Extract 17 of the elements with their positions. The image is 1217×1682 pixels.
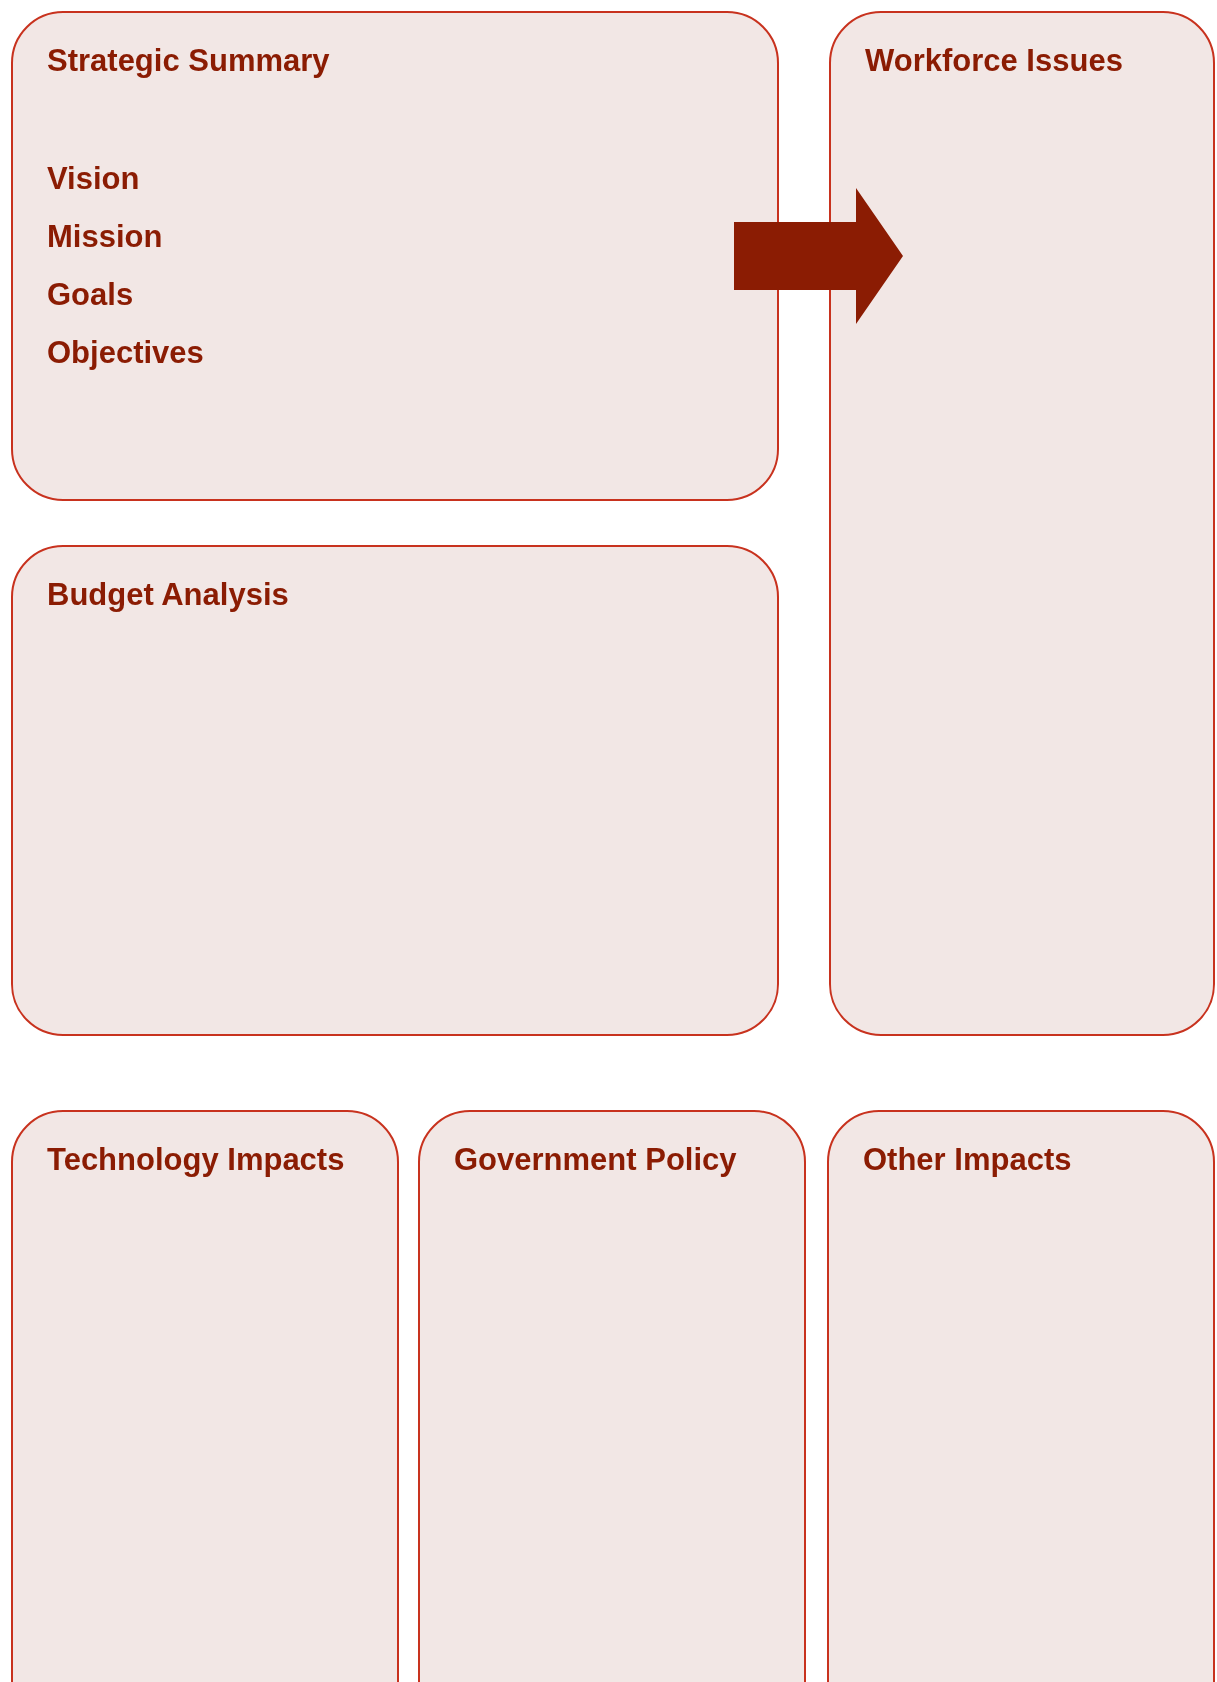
list-item: Mission [47,219,163,255]
rounded-panel [11,545,779,1036]
rounded-panel [829,11,1215,1036]
rounded-panel [827,1110,1215,1682]
list-item: Goals [47,277,134,313]
list-item: Objectives [47,335,204,371]
panel-title: Other Impacts [863,1142,1072,1178]
block-arrow [734,188,903,324]
list-item: Vision [47,161,140,197]
rounded-panel [11,1110,399,1682]
panel-title: Government Policy [454,1142,737,1178]
panel-title: Workforce Issues [865,43,1123,79]
rounded-panel [418,1110,806,1682]
rounded-panel [11,11,779,501]
panel-title: Strategic Summary [47,43,330,79]
panel-title: Budget Analysis [47,577,289,613]
panel-title: Technology Impacts [47,1142,345,1178]
